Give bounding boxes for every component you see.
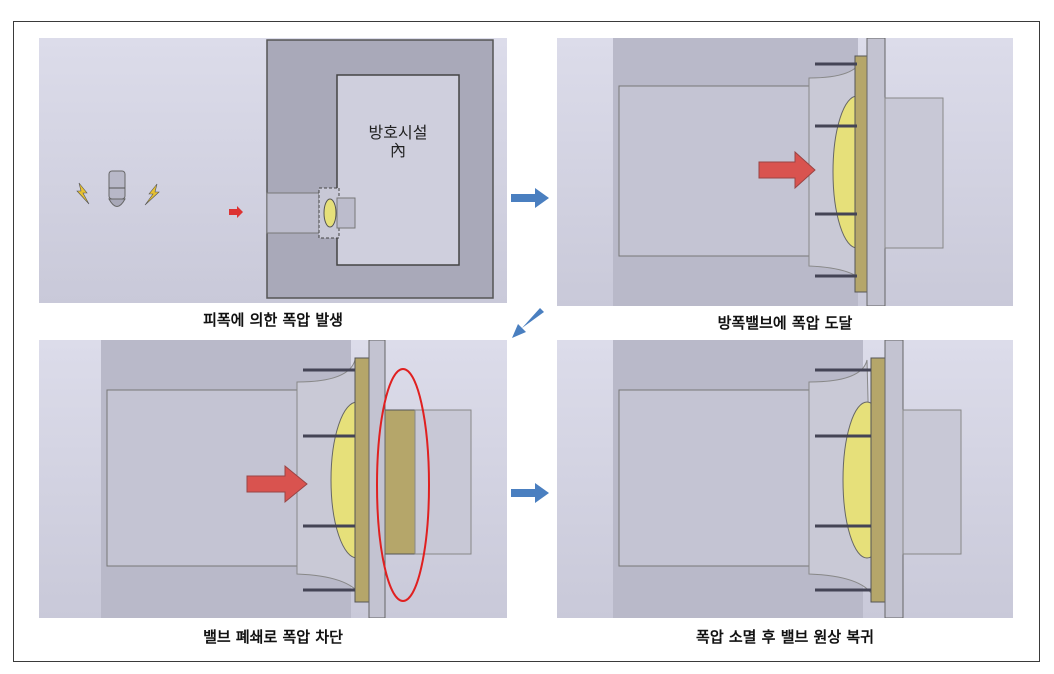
panel-pressure-reaches-valve <box>557 38 1013 306</box>
right-arrow-icon <box>511 483 549 503</box>
pressure-arrow <box>246 464 308 504</box>
panel-valve-restored <box>557 340 1013 618</box>
caption-pressure-reaches-valve: 방폭밸브에 폭압 도달 <box>557 312 1013 334</box>
valve-scene-restored <box>613 340 962 618</box>
valve-scene-open <box>613 38 944 306</box>
panel-valve-closed <box>39 340 507 618</box>
highlight-ellipse <box>376 368 430 602</box>
lightning-icon <box>144 183 160 206</box>
shell-icon <box>108 170 126 207</box>
diagram-frame: 방호시설 內 피폭에 의한 폭압 발생 방폭밸브에 폭압 도달 <box>13 21 1040 662</box>
caption-valve-restored: 폭압 소멸 후 밸브 원상 복귀 <box>696 628 874 646</box>
caption-valve-closed: 밸브 폐쇄로 폭압 차단 <box>203 628 343 646</box>
down-left-arrow-icon <box>512 308 544 338</box>
room-label-line1: 방호시설 <box>368 123 428 142</box>
caption-explosion: 피폭에 의한 폭압 발생 <box>203 311 343 329</box>
panel-explosion: 방호시설 內 <box>39 38 507 303</box>
room-label-line2: 內 <box>389 141 406 160</box>
valve-scene-closed <box>101 340 472 618</box>
room-label: 방호시설 內 <box>339 124 457 160</box>
pressure-arrow <box>758 150 816 190</box>
pressure-arrow-small <box>229 206 243 218</box>
right-arrow-icon <box>511 188 549 208</box>
caption-text: 방폭밸브에 폭압 도달 <box>717 314 853 332</box>
explosion-scene <box>76 39 494 299</box>
lightning-icon <box>76 182 90 205</box>
